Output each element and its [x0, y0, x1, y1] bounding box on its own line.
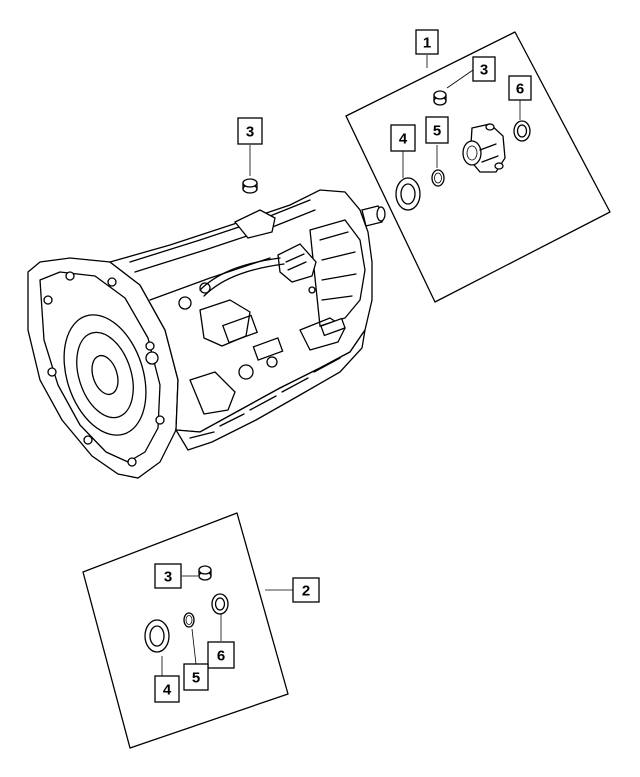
callout-1-label: 1 — [423, 35, 431, 52]
seal-part-large-lower — [144, 619, 170, 653]
callout-5-upper: 5 — [425, 116, 449, 144]
callout-6-upper-label: 6 — [516, 81, 524, 98]
output-flange-part — [462, 123, 506, 173]
callout-3-center-label: 3 — [246, 124, 254, 141]
callout-4-upper-label: 4 — [399, 131, 408, 148]
callout-3-center: 3 — [237, 117, 263, 145]
callout-6-upper: 6 — [508, 75, 532, 101]
callout-4-upper: 4 — [390, 124, 416, 152]
callout-6-lower: 6 — [207, 641, 235, 669]
callout-6-lower-label: 6 — [217, 648, 225, 665]
plug-part-lower — [198, 565, 212, 581]
o-ring-part-lower — [183, 612, 195, 628]
seal-part-upper-right — [513, 120, 531, 142]
callout-4-lower-label: 4 — [163, 682, 172, 699]
callout-5-lower: 5 — [183, 663, 209, 691]
seal-part-large-upper — [395, 177, 421, 211]
seal-part-lower-right — [211, 593, 229, 615]
upper-kit-panel — [345, 31, 611, 303]
plug-part-center — [242, 178, 258, 194]
transmission-assembly — [27, 189, 386, 479]
callout-5-upper-label: 5 — [433, 123, 441, 140]
plug-part-upper — [433, 90, 447, 106]
callout-2: 2 — [292, 577, 320, 603]
o-ring-part-upper — [431, 169, 445, 187]
callout-3-lower: 3 — [154, 563, 182, 589]
callout-3-lower-label: 3 — [164, 569, 172, 586]
callout-3-upper: 3 — [472, 56, 496, 82]
leader-lines — [161, 55, 521, 676]
callout-5-lower-label: 5 — [192, 670, 200, 687]
lower-kit-panel — [82, 512, 289, 749]
callout-2-label: 2 — [302, 583, 310, 600]
callout-3-upper-label: 3 — [480, 62, 488, 79]
callout-4-lower: 4 — [154, 675, 180, 703]
callout-1: 1 — [415, 29, 439, 55]
